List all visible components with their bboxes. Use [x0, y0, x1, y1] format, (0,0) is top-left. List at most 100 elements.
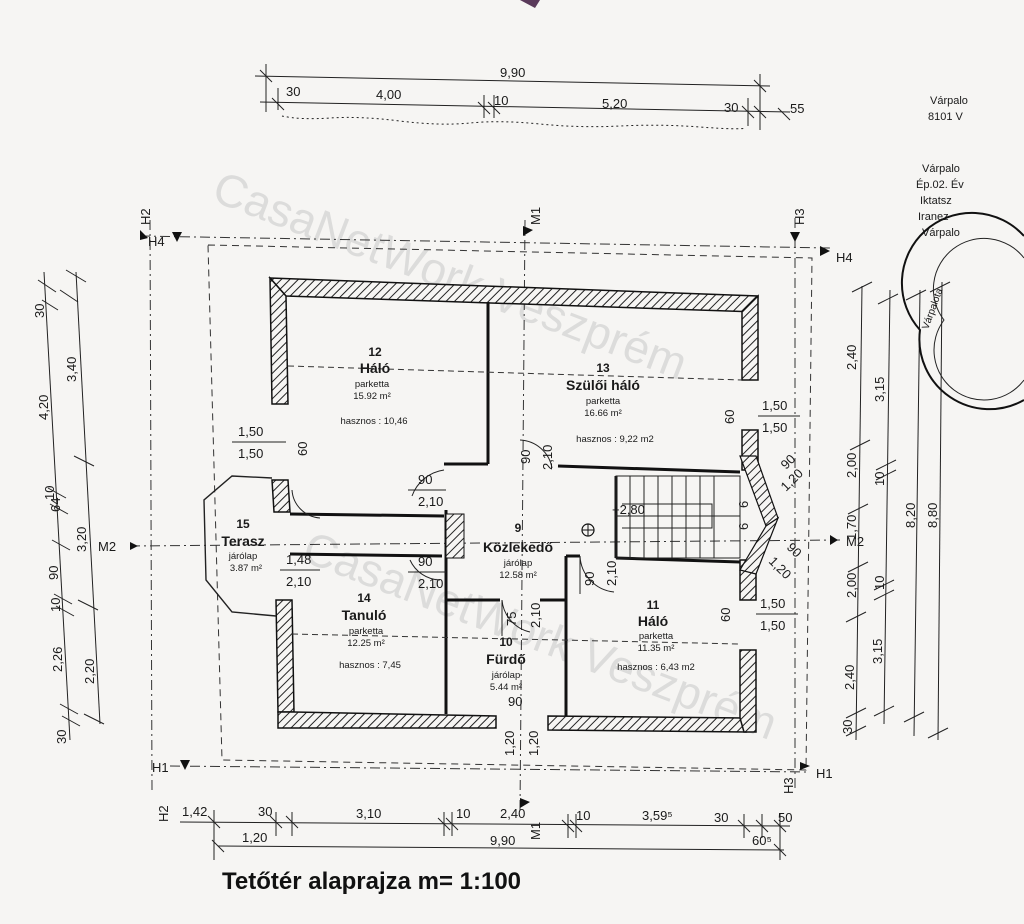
dim-right-mid-1: 3,15	[872, 377, 887, 402]
dim-bottom-2: 30	[258, 804, 272, 819]
right-dimension-lines	[845, 281, 951, 741]
room-15-area: 3.87 m²	[230, 563, 262, 574]
dim-left-inner-2: 3,20	[74, 527, 89, 552]
terrace-outline	[203, 475, 277, 617]
dim-window-right-5: 1,50	[760, 618, 785, 633]
dim-door-5a: 75	[504, 612, 519, 626]
dim-right-4: 2,00	[844, 573, 859, 598]
axis-label-h4-left: H4	[148, 234, 165, 249]
stamp-line-2: 8101 V	[928, 111, 964, 123]
room-14-floor: parketta	[349, 626, 384, 637]
dim-door-3a: 90	[418, 554, 432, 569]
axis-label-h1-right: H1	[816, 766, 833, 781]
dim-top-4: 5,20	[602, 96, 627, 111]
dim-left-4: 10	[42, 486, 57, 500]
axis-label-h1-left: H1	[152, 760, 169, 775]
dim-right-mid-3: 10	[872, 576, 887, 590]
staircase	[615, 475, 741, 559]
room-14-name: Tanuló	[342, 607, 387, 623]
dim-door-4b: 2,10	[604, 561, 619, 586]
dim-right-mid-2: 10	[872, 472, 887, 486]
dim-window-left-1: 1,50	[238, 424, 263, 439]
room-11-useful: hasznos : 6,43 m2	[617, 662, 695, 673]
axis-label-h2-bottom: H2	[156, 805, 171, 822]
room-13-name: Szülői háló	[566, 377, 640, 393]
stamp-line-3: Várpalo	[922, 163, 960, 175]
dim-window-right-1: 1,50	[762, 398, 787, 413]
axis-label-m2-right: M2	[846, 534, 864, 549]
dim-right-3: 1,70	[844, 515, 859, 540]
dim-bottom-1: 1,42	[182, 804, 207, 819]
dim-bay-2: 1,20	[778, 466, 807, 495]
dim-door-5b: 2,10	[528, 603, 543, 628]
room-9-name: Közlekedő	[483, 539, 553, 555]
room-12-floor: parketta	[355, 379, 390, 390]
dim-left-1: 30	[32, 304, 47, 318]
top-dimension-lines	[254, 64, 791, 130]
axis-label-h3-bottom: H3	[781, 777, 796, 794]
dim-terrace-1: 1,48	[286, 552, 311, 567]
dim-door-1b: 2,10	[418, 494, 443, 509]
bottom-dimension-lines	[179, 810, 791, 860]
dim-left-6: 10	[48, 598, 63, 612]
door-swings	[291, 439, 615, 636]
dim-bottom-6: 10	[576, 808, 590, 823]
room-9-number: 9	[515, 521, 522, 535]
paper-corner-mark	[520, 0, 540, 8]
roof-outline	[207, 244, 813, 771]
stair-direction-symbol	[581, 523, 595, 537]
interior-dimensions: 1,50 1,50 60 1,50 1,50 60 1,50 1,50 60 9…	[232, 398, 806, 756]
dim-top-1: 30	[286, 84, 300, 99]
room-12-area: 15.92 m²	[353, 391, 391, 402]
axis-label-m1-top: M1	[528, 207, 543, 225]
dim-bottom-total: 9,90	[490, 833, 515, 848]
room-labels: 12 Háló parketta 15.92 m² hasznos : 10,4…	[221, 345, 694, 693]
dim-door-2a: 90	[518, 450, 533, 464]
room-13-number: 13	[596, 361, 610, 375]
room-11-number: 11	[647, 598, 660, 612]
left-dimension-lines	[37, 269, 105, 741]
dim-window-left-3: 60	[295, 442, 310, 456]
interior-walls	[289, 302, 741, 716]
chimney	[445, 513, 465, 559]
dim-left-3: 64	[48, 498, 63, 512]
room-11-floor: parketta	[639, 631, 674, 642]
dim-door-1a: 90	[418, 472, 432, 487]
dim-door-4a: 90	[582, 572, 597, 586]
dim-door-2b: 2,10	[540, 445, 555, 470]
dim-window-left-2: 1,50	[238, 446, 263, 461]
dim-right-6: 30	[840, 720, 855, 734]
room-12-useful: hasznos : 10,46	[340, 416, 407, 427]
stamp-line-5: Iktatsz	[920, 195, 952, 207]
dim-door-6a: 90	[508, 694, 522, 709]
dim-bottom-3: 3,10	[356, 806, 381, 821]
room-14-number: 14	[357, 591, 371, 605]
dim-bottom-8: 30	[714, 810, 728, 825]
dim-left-inner-1: 3,40	[64, 357, 79, 382]
dim-right-outer-2: 8,80	[925, 503, 940, 528]
room-14-area: 12.25 m²	[347, 638, 385, 649]
room-14-useful: hasznos : 7,45	[339, 660, 401, 671]
dim-window-right-3: 60	[722, 410, 737, 424]
dim-right-1: 2,40	[844, 345, 859, 370]
dim-level: +2,80	[612, 502, 645, 517]
dim-bottom-120a: 1,20	[502, 731, 517, 756]
dim-right-5: 2,40	[842, 665, 857, 690]
room-15-name: Terasz	[221, 533, 264, 549]
room-15-number: 15	[236, 517, 250, 531]
room-9-area: 12.58 m²	[499, 570, 537, 581]
dim-left-8: 30	[54, 730, 69, 744]
dim-right-outer-1: 8,20	[903, 503, 918, 528]
dim-bottom-sub-2: 60⁵	[752, 833, 772, 848]
axis-grid	[129, 218, 841, 811]
axis-label-m1-bottom: M1	[528, 822, 543, 840]
dim-left-7: 2,26	[50, 647, 65, 672]
dim-left-2: 4,20	[36, 395, 51, 420]
dim-top-3: 10	[494, 93, 508, 108]
room-10-name: Fürdő	[486, 651, 526, 667]
room-10-area: 5.44 m²	[490, 682, 522, 693]
room-13-useful: hasznos : 9,22 m2	[576, 434, 654, 445]
dim-left-inner-3: 2,20	[82, 659, 97, 684]
room-13-area: 16.66 m²	[584, 408, 622, 419]
